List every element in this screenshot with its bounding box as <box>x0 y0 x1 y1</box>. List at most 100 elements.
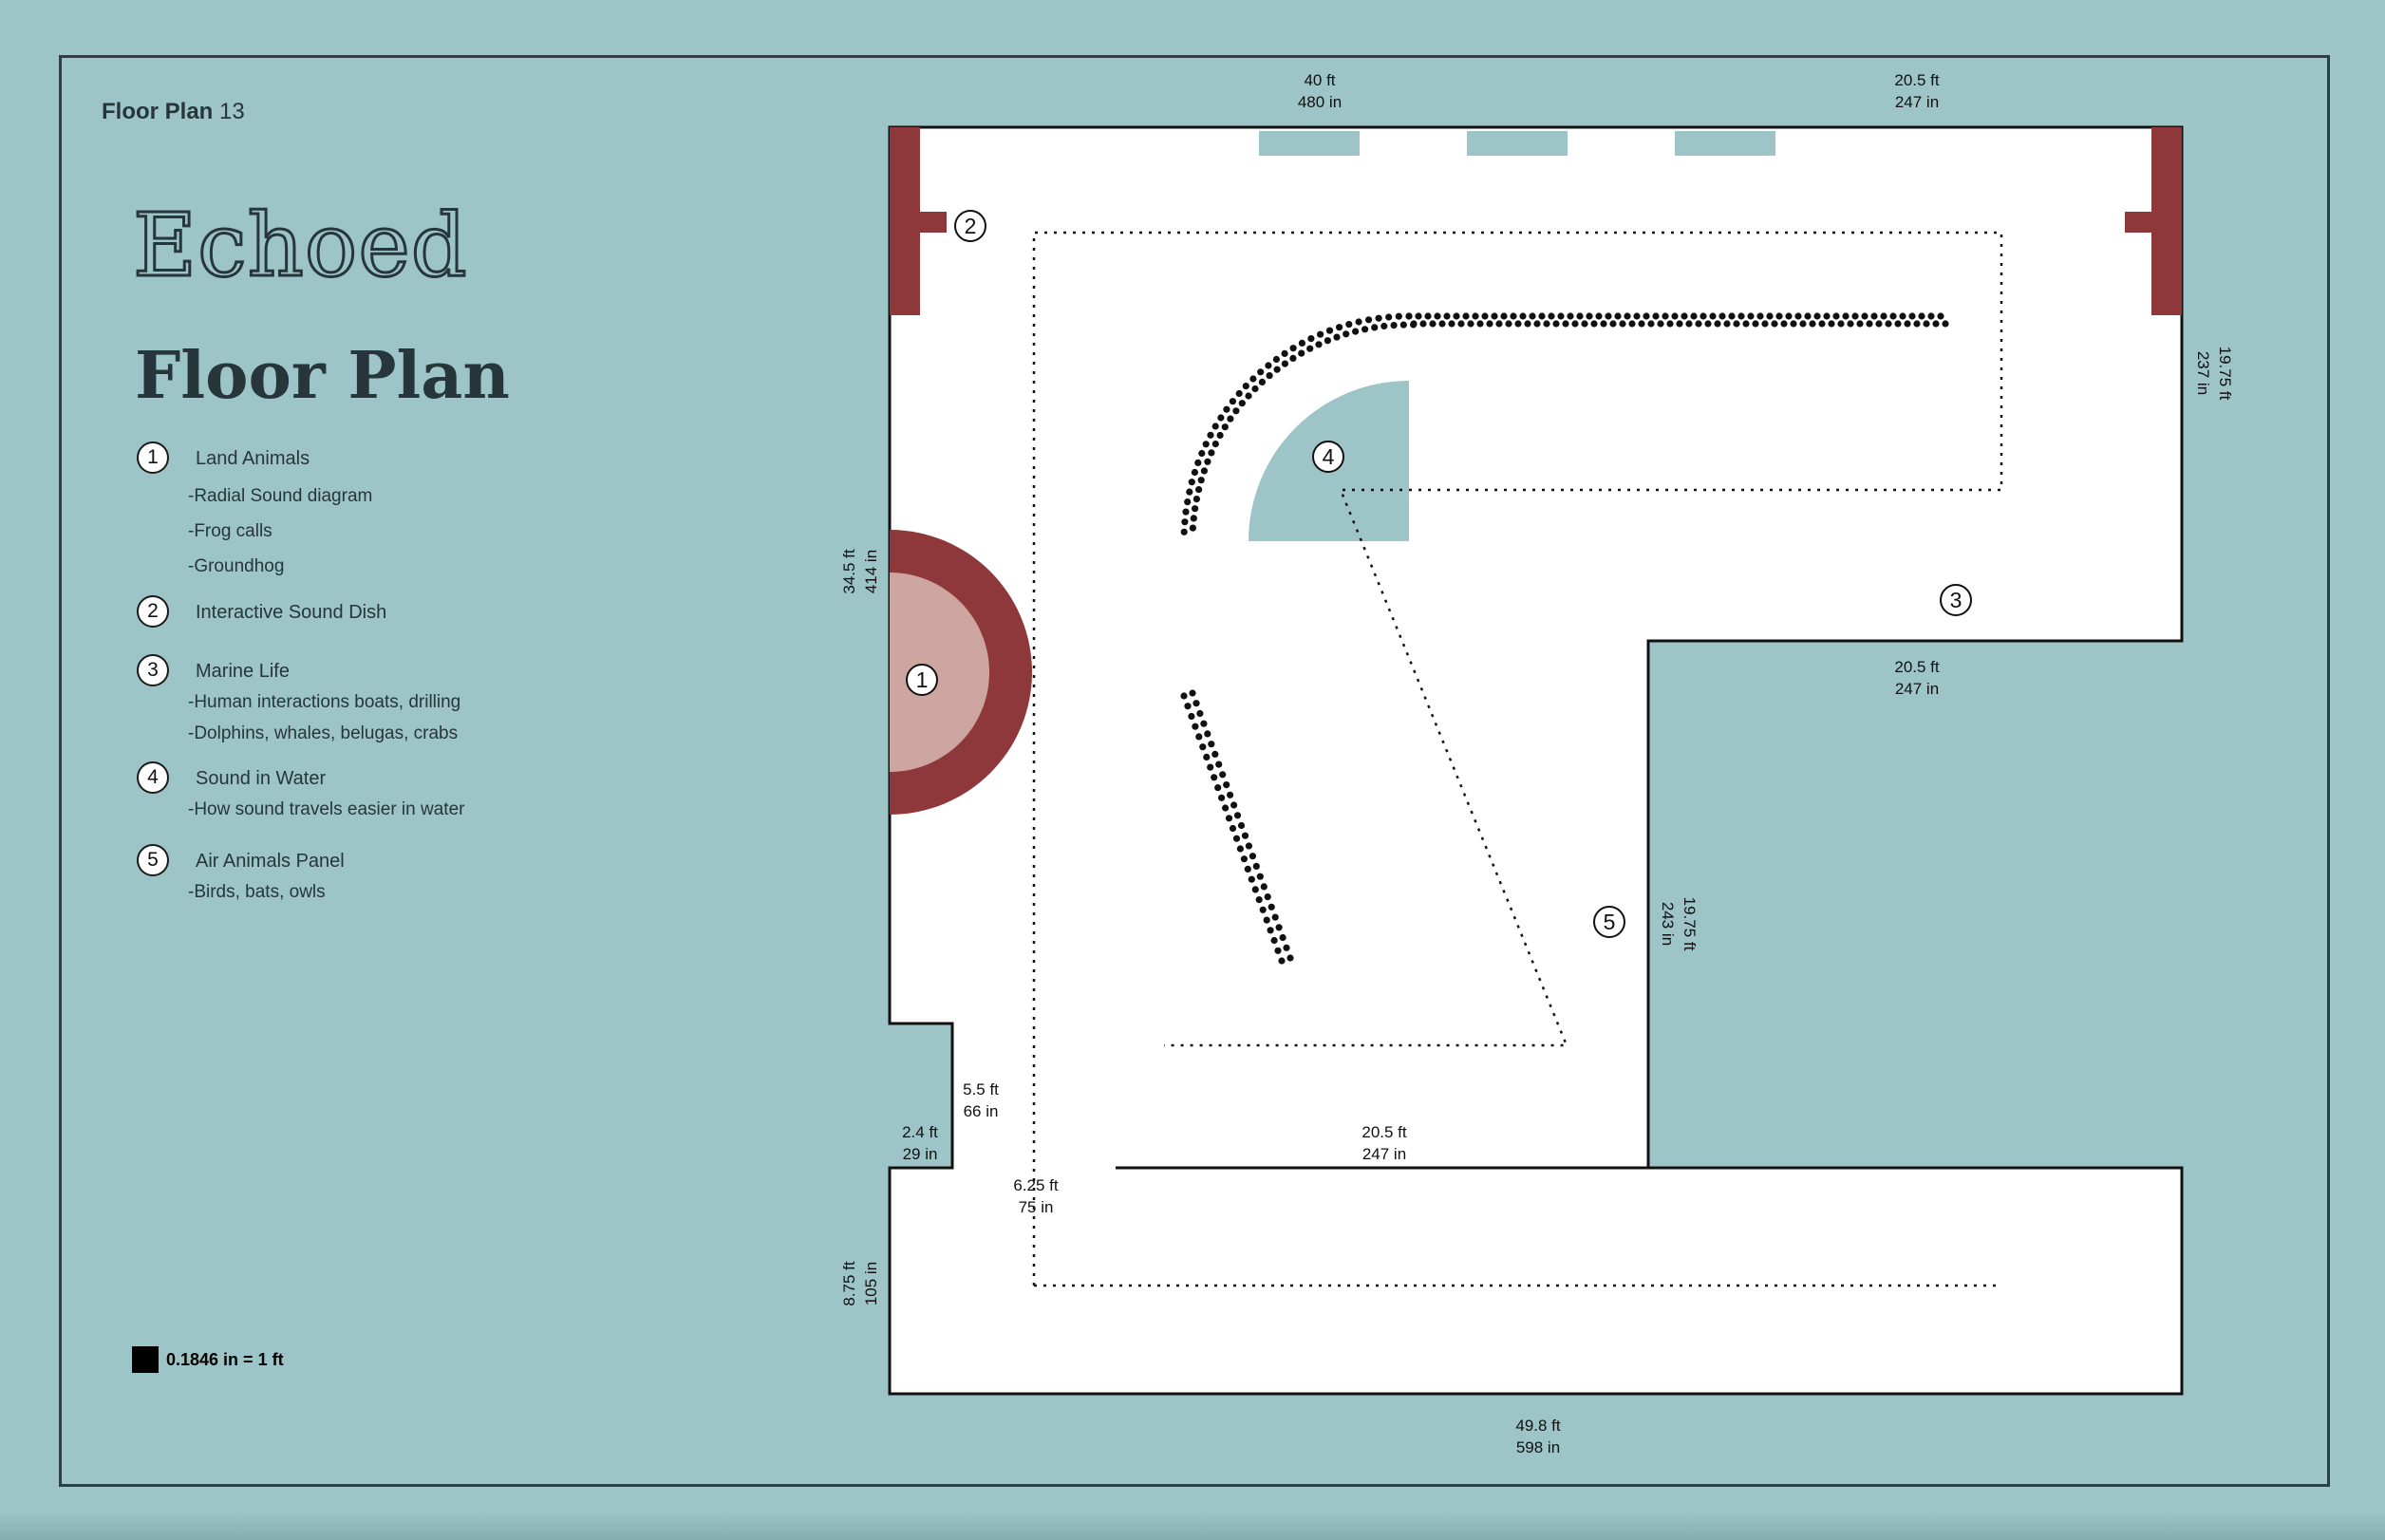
legend-subitem: -Radial Sound diagram <box>188 486 373 506</box>
window <box>1675 131 1775 156</box>
dot <box>1495 320 1503 328</box>
dot <box>1192 496 1200 503</box>
dot <box>1633 312 1641 320</box>
dot <box>1362 326 1369 333</box>
dot-strand-diagonal <box>1180 689 1294 965</box>
dot <box>1192 505 1199 513</box>
dot <box>1395 312 1402 320</box>
sound-dish-wall-left-stub <box>920 212 947 233</box>
dot-strand-curved <box>1180 312 1949 535</box>
dot <box>1189 689 1196 697</box>
dot <box>1249 375 1257 383</box>
dot <box>1255 896 1263 904</box>
page-label: Floor Plan 13 <box>102 99 245 125</box>
scale-text: 0.1846 in = 1 ft <box>166 1349 284 1369</box>
dot <box>1476 320 1484 328</box>
dot <box>1273 366 1281 373</box>
dot <box>1813 312 1821 320</box>
dot <box>1937 312 1944 320</box>
legend-subitem: -Groundhog <box>188 556 285 576</box>
dim-lower-top-in: 247 in <box>1362 1145 1406 1163</box>
dim-notch-height-in: 66 in <box>964 1102 999 1120</box>
dot <box>1281 349 1288 357</box>
dot <box>1880 312 1887 320</box>
window <box>1467 131 1568 156</box>
dot <box>1219 771 1227 779</box>
legend-subitem: -How sound travels easier in water <box>188 799 465 819</box>
dim-right-ft: 19.75 ft <box>2216 347 2234 401</box>
dim-top-right-in: 247 in <box>1895 93 1939 111</box>
dot <box>1453 312 1460 320</box>
dot <box>1270 936 1278 945</box>
dot <box>1256 873 1264 880</box>
dot <box>1267 927 1274 934</box>
dot <box>1457 320 1465 328</box>
dot <box>1666 320 1674 328</box>
dot <box>1752 320 1759 328</box>
dot <box>1671 312 1679 320</box>
dot <box>1472 312 1479 320</box>
dot <box>1237 821 1246 830</box>
dot <box>1429 320 1437 328</box>
dot <box>1761 320 1769 328</box>
dot <box>1481 312 1489 320</box>
dot <box>1543 320 1550 328</box>
dot <box>1870 312 1878 320</box>
dot <box>1266 372 1273 380</box>
dot <box>1700 312 1707 320</box>
dot <box>1286 954 1294 962</box>
dot <box>1244 865 1251 873</box>
dim-left-in: 414 in <box>862 550 880 593</box>
dot <box>1756 312 1764 320</box>
marker-4: 4 <box>1312 441 1344 473</box>
dot <box>1695 320 1702 328</box>
brand-logo: Echoed <box>132 194 469 298</box>
marker-1: 1 <box>906 664 938 696</box>
dot <box>1828 320 1835 328</box>
dot <box>1851 312 1859 320</box>
dot <box>1790 320 1797 328</box>
dot <box>1184 498 1192 506</box>
dot <box>1240 855 1248 863</box>
dot <box>1491 312 1498 320</box>
dot <box>1723 320 1731 328</box>
page-label-text: Floor Plan <box>102 99 214 124</box>
dot <box>1624 312 1631 320</box>
dot <box>1281 360 1288 367</box>
dot <box>1216 431 1224 440</box>
dot <box>1529 312 1536 320</box>
dot <box>1861 312 1869 320</box>
dot <box>1747 312 1755 320</box>
dot <box>1600 320 1607 328</box>
dot <box>1202 441 1210 448</box>
legend-name: Sound in Water <box>196 768 327 789</box>
dot <box>1211 441 1219 448</box>
dot <box>1227 415 1234 423</box>
dot <box>1647 320 1655 328</box>
dim-lower-left: 8.75 ft 105 in <box>840 1261 880 1306</box>
dot <box>1242 383 1249 390</box>
dot <box>1766 312 1774 320</box>
dim-right-in: 237 in <box>2194 351 2212 395</box>
dim-inner-in: 243 in <box>1659 902 1677 946</box>
dot <box>1576 312 1584 320</box>
dot <box>1832 312 1840 320</box>
dot <box>1918 312 1925 320</box>
dot <box>1410 321 1418 329</box>
dot <box>1714 320 1721 328</box>
dot <box>1251 886 1259 893</box>
marker-1-label: 1 <box>916 667 929 692</box>
dot <box>1681 312 1688 320</box>
dot <box>1203 753 1211 761</box>
dot <box>1355 318 1362 326</box>
dot <box>1317 330 1324 338</box>
dot <box>1345 321 1353 329</box>
dim-top-right-ft: 20.5 ft <box>1894 71 1940 89</box>
dot <box>1799 320 1807 328</box>
dot <box>1899 312 1906 320</box>
dot <box>1462 312 1470 320</box>
dot <box>1241 832 1249 839</box>
dot <box>1268 903 1275 911</box>
dot <box>1259 906 1267 913</box>
dot <box>1221 423 1229 431</box>
